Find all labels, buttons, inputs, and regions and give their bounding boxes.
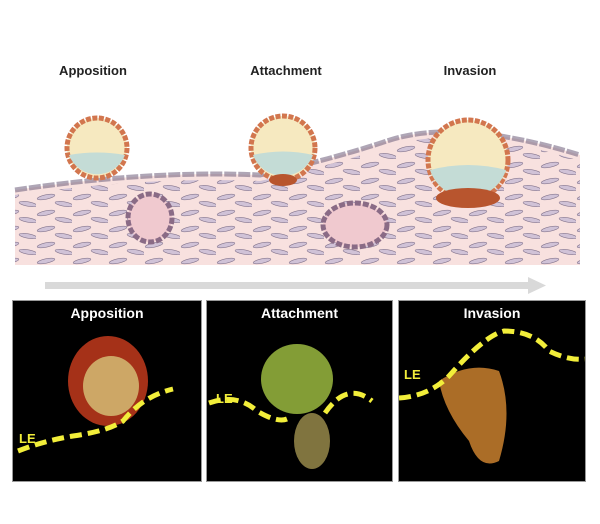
micrograph-attachment: Attachment LE bbox=[206, 300, 393, 482]
uterine-gland bbox=[125, 191, 390, 250]
micrograph-title: Invasion bbox=[463, 305, 521, 321]
implantation-schematic bbox=[14, 113, 581, 294]
stage-label-apposition: Apposition bbox=[59, 63, 127, 78]
embryo-invasion bbox=[425, 117, 511, 208]
le-label: LE bbox=[216, 391, 233, 406]
micrograph-title: Apposition bbox=[70, 305, 144, 321]
le-label: LE bbox=[19, 431, 36, 446]
stage-label-attachment: Attachment bbox=[250, 63, 322, 78]
embryo-attachment bbox=[248, 113, 318, 186]
le-label: LE bbox=[404, 367, 421, 382]
micrograph-apposition: Apposition LE bbox=[12, 300, 202, 482]
embryo-apposition bbox=[64, 115, 130, 181]
micrograph-title: Attachment bbox=[260, 305, 338, 321]
progression-arrow bbox=[45, 277, 546, 294]
stage-label-invasion: Invasion bbox=[443, 63, 497, 78]
micrograph-invasion: Invasion LE bbox=[398, 300, 586, 482]
